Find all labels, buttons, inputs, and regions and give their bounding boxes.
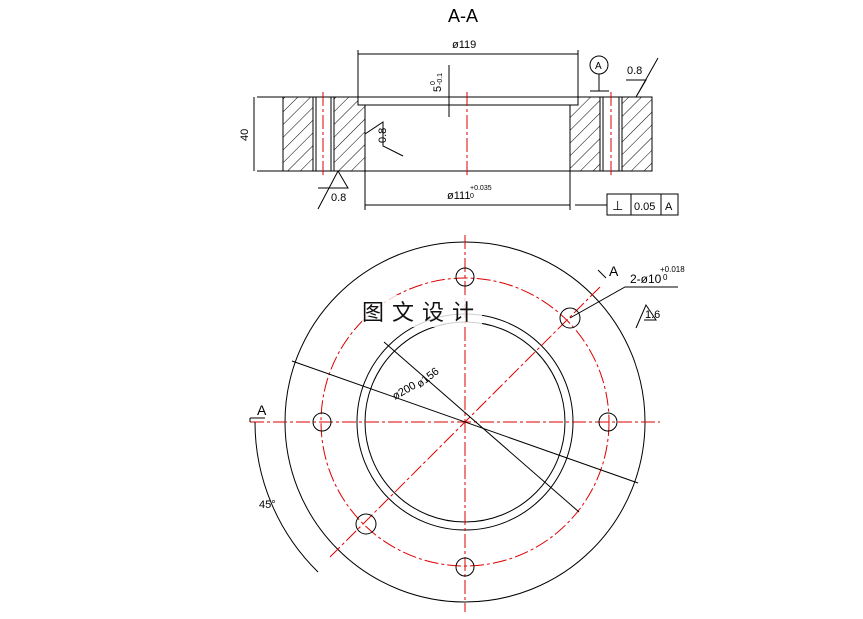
- hatch-left-inner: [333, 96, 366, 172]
- hole-callout: 2-ø10: [630, 272, 662, 286]
- section-view: A-A ø119 5 0 -0.1 40 ø111 +0.035 0: [239, 6, 679, 216]
- svg-text:0: 0: [470, 193, 474, 200]
- roughness-bottom: 0.8: [317, 169, 349, 210]
- dim-top-diameter: ø119: [452, 39, 476, 51]
- dim-pcd: ø200: [391, 380, 419, 403]
- svg-text:⊥: ⊥: [612, 198, 623, 213]
- watermark: 图文设计: [362, 295, 483, 327]
- hatch-right-outer: [621, 96, 653, 172]
- dowel-holes: [355, 307, 581, 535]
- svg-text:+0.035: +0.035: [470, 185, 492, 192]
- svg-text:0.8: 0.8: [627, 65, 642, 77]
- svg-text:0.8: 0.8: [377, 128, 389, 143]
- dim-inner: ø156: [414, 365, 441, 390]
- angle-arc: [254, 421, 319, 573]
- svg-text:A: A: [665, 201, 673, 213]
- roughness-top: 0.8: [626, 57, 659, 98]
- svg-text:0: 0: [663, 273, 668, 282]
- svg-text:0: 0: [430, 81, 437, 85]
- dim-depth: 5: [432, 86, 444, 92]
- section-mark-right: A: [609, 263, 619, 279]
- hatch-left-outer: [282, 96, 314, 172]
- angle-label: 45°: [259, 499, 276, 511]
- roughness-bore: 0.8: [364, 121, 404, 157]
- svg-text:0.8: 0.8: [331, 192, 346, 204]
- svg-text:-0.1: -0.1: [437, 73, 444, 85]
- svg-text:A: A: [595, 61, 602, 72]
- roughness-hole: [635, 303, 657, 329]
- dim-bore: ø111: [447, 190, 470, 202]
- svg-text:+0.018: +0.018: [660, 265, 685, 274]
- tolerance-frame: ⊥ 0.05 A: [606, 193, 679, 216]
- plan-view: ø156 ø200 45° A A 2-ø10 +0.018 0 1.6: [249, 235, 685, 612]
- dim-height: 40: [239, 129, 251, 141]
- section-mark-left: A: [257, 402, 267, 418]
- svg-text:1.6: 1.6: [645, 309, 660, 321]
- bolt-holes: [312, 267, 618, 577]
- counterbore: [357, 96, 579, 106]
- hatch-right-inner: [569, 96, 601, 172]
- section-title: A-A: [448, 6, 478, 26]
- svg-text:0.05: 0.05: [634, 201, 655, 213]
